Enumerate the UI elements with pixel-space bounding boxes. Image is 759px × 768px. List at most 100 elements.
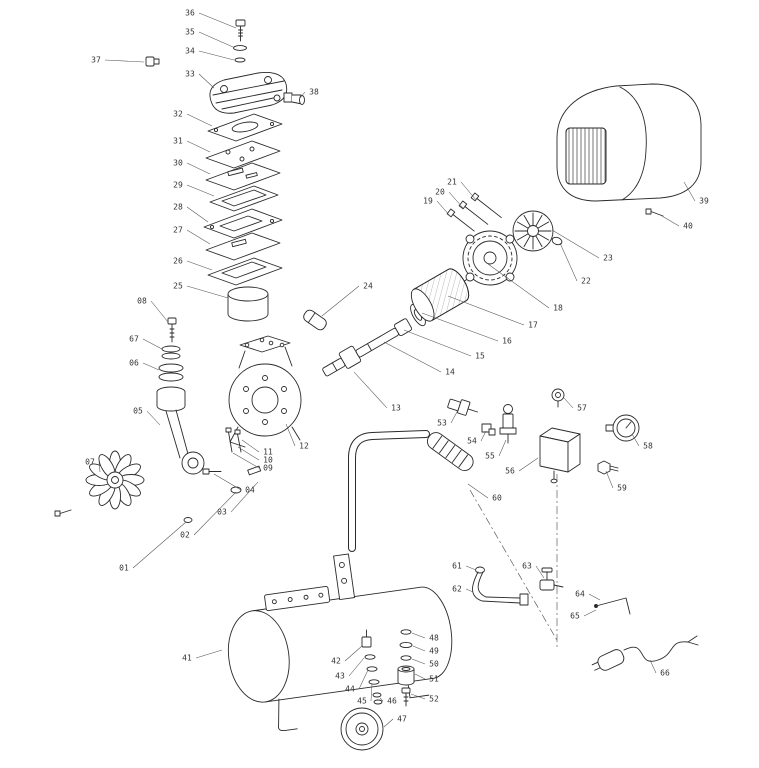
part-rod-64-65 [594, 597, 631, 615]
part-power-cord-66 [591, 635, 699, 671]
leader-line-11 [241, 439, 260, 453]
part-label-55: 55 [485, 452, 495, 461]
part-label-08: 08 [137, 297, 147, 306]
assembly-guide-lines [469, 474, 559, 648]
part-cylinder-sleeve-25 [227, 286, 269, 322]
part-label-26: 26 [173, 257, 183, 266]
part-label-30: 30 [173, 159, 183, 168]
part-valve-plate-30 [205, 162, 281, 191]
leader-line-64 [588, 593, 601, 601]
part-fitting-37 [145, 56, 160, 67]
part-label-43: 43 [335, 672, 345, 681]
leader-line-33 [198, 73, 215, 89]
leader-line-21 [460, 181, 477, 201]
part-bolt-04 [202, 468, 222, 475]
part-washer-44 [366, 666, 378, 672]
leader-line-49 [412, 645, 426, 652]
part-label-16: 16 [502, 337, 512, 346]
part-pipe-61-62 [472, 566, 529, 606]
part-label-19: 19 [423, 197, 433, 206]
leader-line-61 [465, 565, 477, 571]
leader-line-52 [410, 693, 426, 700]
leader-line-30 [186, 162, 211, 175]
part-label-13: 13 [391, 404, 401, 413]
part-shroud-39 [556, 83, 702, 202]
part-label-17: 17 [528, 321, 538, 330]
part-crankcase-12 [228, 335, 302, 448]
leader-line-16 [421, 312, 499, 342]
part-piston-rings-06 [158, 363, 184, 382]
part-label-07: 07 [85, 458, 95, 467]
leader-line-18 [487, 263, 550, 309]
leader-line-07 [98, 461, 101, 473]
leader-line-28 [186, 206, 209, 223]
part-label-05: 05 [133, 407, 143, 416]
part-label-62: 62 [452, 585, 462, 594]
leader-line-48 [411, 632, 426, 639]
part-cooling-fan-23 [512, 210, 554, 252]
leader-line-39 [683, 181, 696, 202]
leader-line-47 [383, 718, 394, 728]
part-label-03: 03 [217, 508, 227, 517]
leader-line-09 [232, 452, 260, 469]
leader-line-08 [150, 300, 169, 323]
leader-line-17 [447, 295, 525, 326]
part-label-31: 31 [173, 137, 183, 146]
part-tank-41 [227, 553, 453, 732]
part-label-39: 39 [699, 197, 709, 206]
part-rotor-17 [410, 268, 477, 322]
part-crankshaft-13 [322, 318, 413, 377]
part-spacers-46 [372, 692, 383, 705]
part-label-64: 64 [575, 590, 585, 599]
leader-line-54 [480, 430, 487, 442]
part-label-46: 46 [387, 697, 397, 706]
leader-line-42 [344, 645, 363, 662]
part-label-10: 10 [263, 456, 273, 465]
part-label-20: 20 [435, 188, 445, 197]
part-elbow-54 [481, 423, 496, 436]
leader-line-05 [146, 410, 161, 426]
part-cap-57 [551, 388, 565, 408]
leader-line-66 [649, 659, 657, 674]
part-label-40: 40 [683, 222, 693, 231]
leader-line-02 [193, 491, 237, 536]
leader-line-63 [535, 565, 545, 579]
leader-line-31 [186, 140, 211, 153]
part-screw-40 [645, 208, 664, 217]
part-label-65: 65 [570, 612, 580, 621]
part-valve-assembly-28 [203, 208, 283, 239]
part-label-36: 36 [185, 9, 195, 18]
leader-line-38 [299, 91, 306, 99]
part-label-54: 54 [467, 437, 477, 446]
leader-line-67 [142, 338, 163, 350]
leader-line-01 [132, 521, 187, 569]
part-label-44: 44 [345, 685, 355, 694]
leader-line-20 [448, 191, 464, 209]
part-label-22: 22 [581, 277, 591, 286]
part-label-66: 66 [660, 669, 670, 678]
part-label-11: 11 [263, 448, 273, 457]
part-label-45: 45 [357, 697, 367, 706]
part-check-valve-53 [447, 398, 478, 416]
part-safety-valve-55 [499, 404, 517, 444]
part-label-29: 29 [173, 181, 183, 190]
part-label-63: 63 [522, 562, 532, 571]
part-piston-rod-05 [156, 386, 205, 475]
leader-line-23 [551, 229, 600, 259]
leader-line-10 [237, 446, 260, 461]
part-label-51: 51 [429, 675, 439, 684]
leader-line-03 [230, 481, 259, 513]
part-bolt-08 [167, 317, 177, 343]
part-label-61: 61 [452, 562, 462, 571]
leader-line-22 [559, 242, 578, 282]
part-washer-22 [551, 236, 563, 246]
part-elbow-38 [283, 92, 305, 105]
part-label-37: 37 [91, 56, 101, 65]
part-label-02: 02 [180, 531, 190, 540]
parts-artwork [54, 19, 702, 751]
leader-line-44 [358, 669, 369, 690]
part-label-18: 18 [553, 304, 563, 313]
leader-line-40 [661, 215, 680, 227]
